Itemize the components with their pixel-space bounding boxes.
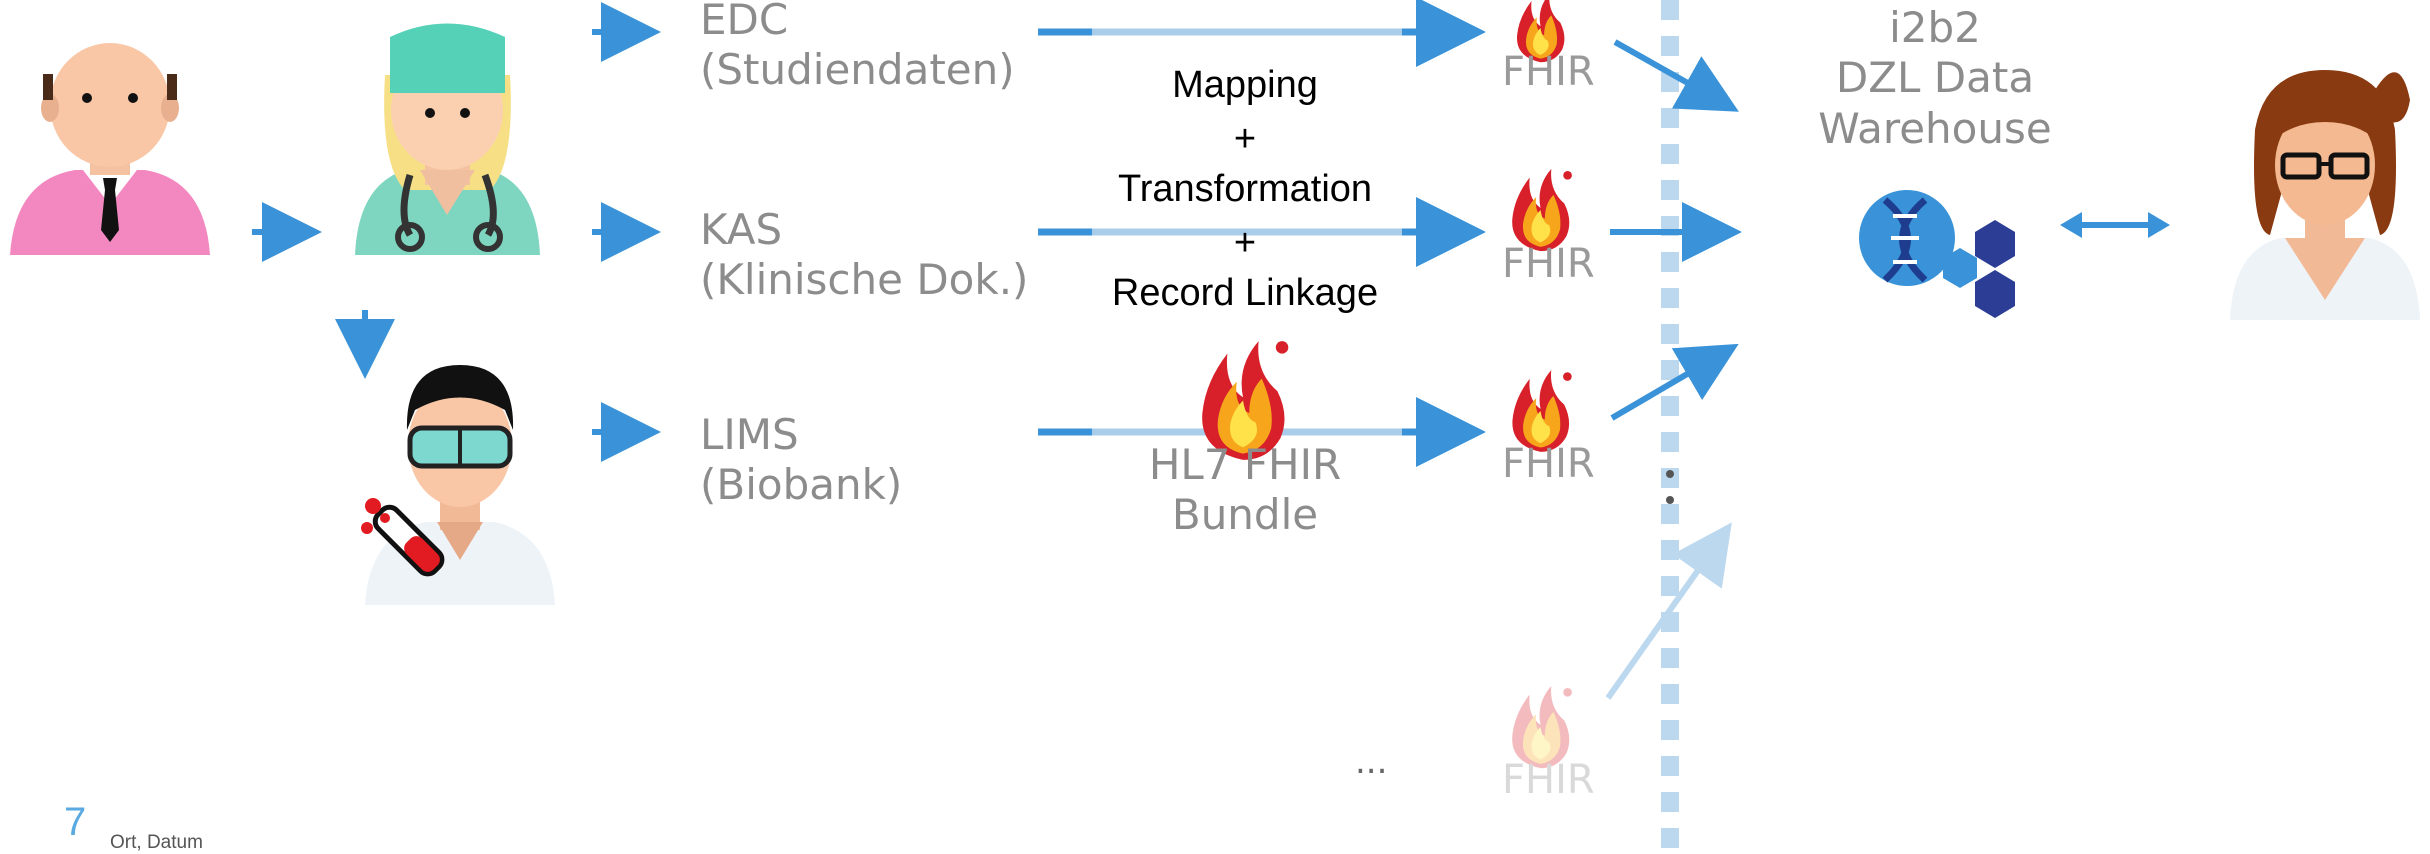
bundle-label: HL7 FHIR Bundle	[1105, 440, 1385, 541]
system-name: EDC	[700, 0, 789, 44]
process-mapping: Mapping	[1172, 64, 1318, 106]
arrow-fhir1-to-dw	[1613, 39, 1739, 112]
bundle-line2: Bundle	[1171, 490, 1319, 540]
dna-hexagon-icon	[1859, 190, 2015, 318]
patient-icon	[10, 43, 210, 255]
arrow-dw-researcher	[2060, 212, 2170, 238]
process-transformation: Transformation	[1117, 168, 1373, 210]
warehouse-line3: Warehouse	[1818, 103, 2052, 153]
divider-dot	[1666, 496, 1674, 504]
process-record-linkage: Record Linkage	[1111, 272, 1379, 314]
bundle-line1: HL7 FHIR	[1148, 440, 1342, 489]
fhir-label: FHIR	[1502, 757, 1595, 803]
fhir-flame-icon	[1202, 341, 1289, 460]
page-number: 7	[64, 800, 87, 844]
arrow-fhir4-to-dw	[1605, 522, 1732, 700]
fhir-label: FHIR	[1502, 49, 1595, 95]
researcher-icon	[2230, 70, 2420, 320]
system-sub: (Klinische Dok.)	[700, 255, 1029, 305]
system-name: KAS	[700, 205, 783, 254]
fhir-flame-icon	[1512, 370, 1572, 452]
more-sources-ellipsis: ...	[1355, 742, 1388, 782]
fhir-flame-icon	[1517, 0, 1565, 63]
divider-dot	[1666, 470, 1674, 478]
arrow-fhir3-to-dw	[1610, 343, 1739, 421]
warehouse-line2: DZL Data	[1835, 53, 2035, 103]
system-sub: (Biobank)	[700, 460, 903, 510]
fhir-label: FHIR	[1502, 241, 1595, 287]
lab-technician-icon	[361, 365, 555, 605]
nurse-icon	[355, 23, 540, 255]
process-plus: +	[1233, 118, 1257, 160]
warehouse-line1: i2b2	[1889, 3, 1981, 52]
fhir-flame-icon	[1512, 168, 1572, 252]
fhir-label: FHIR	[1502, 441, 1595, 487]
warehouse-label: i2b2 DZL Data Warehouse	[1800, 3, 2070, 154]
fhir-flame-icon	[1512, 685, 1572, 769]
footer-location-date: Ort, Datum	[110, 832, 203, 853]
system-label-kas: KAS (Klinische Dok.)	[700, 205, 1028, 306]
system-sub: (Studiendaten)	[700, 45, 1015, 95]
system-label-lims: LIMS (Biobank)	[700, 410, 902, 511]
system-name: LIMS	[700, 410, 799, 459]
process-plus: +	[1233, 222, 1257, 264]
system-label-edc: EDC (Studiendaten)	[700, 0, 1015, 96]
